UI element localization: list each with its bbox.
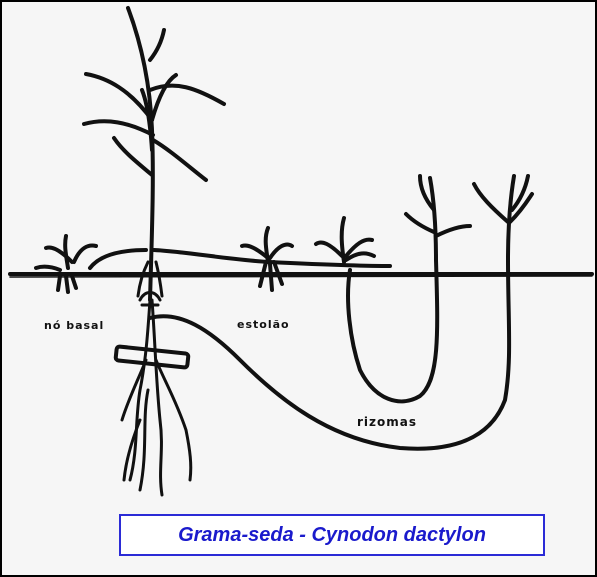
rhizome-loop <box>150 260 509 449</box>
label-stolon: estolão <box>237 318 290 331</box>
rhizome-shoots <box>406 176 532 260</box>
label-rhizomes: rizomas <box>357 415 417 429</box>
stolon-left <box>36 236 146 292</box>
label-basal-node: nó basal <box>44 319 104 332</box>
rhizome-bar <box>115 346 188 367</box>
main-roots <box>122 300 191 495</box>
caption-text: Grama-seda - Cynodon dactylon <box>178 524 486 547</box>
soil-surface-line <box>10 274 592 277</box>
caption-box: Grama-seda - Cynodon dactylon <box>119 514 545 556</box>
stolon-right <box>154 218 390 290</box>
